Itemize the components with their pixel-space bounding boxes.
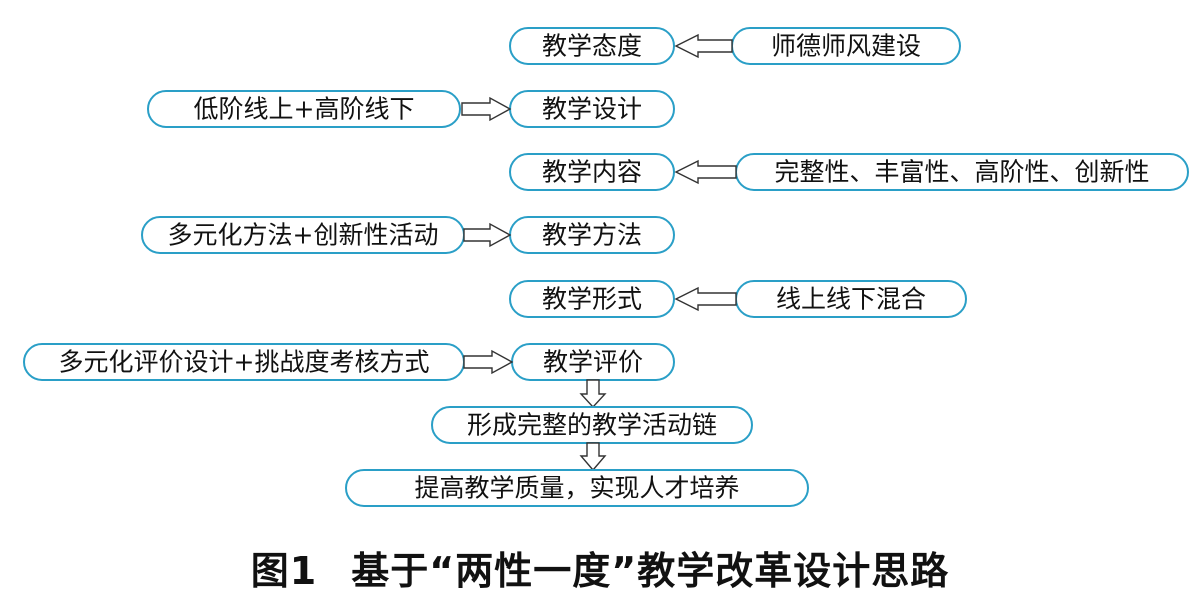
node-teaching-method: 教学方法 (509, 216, 675, 254)
node-teaching-evaluation: 教学评价 (511, 343, 675, 381)
node-outcome: 提高教学质量，实现人才培养 (345, 469, 809, 507)
arrow-right-icon (463, 222, 512, 248)
svg-text:线上线下混合: 线上线下混合 (776, 285, 926, 314)
svg-text:提高教学质量，实现人才培养: 提高教学质量，实现人才培养 (414, 474, 739, 503)
node-teaching-content: 教学内容 (509, 153, 675, 191)
figure-caption: 图1 基于“两性一度”教学改革设计思路 (0, 540, 1200, 595)
node-evaluation-source: 多元化评价设计+挑战度考核方式 (23, 343, 465, 381)
arrow-right-icon (461, 96, 512, 122)
node-design-source: 低阶线上+高阶线下 (147, 90, 461, 128)
node-ethics-construction: 师德师风建设 (731, 27, 961, 65)
arrow-left-icon (674, 159, 737, 185)
svg-text:完整性、丰富性、高阶性、创新性: 完整性、丰富性、高阶性、创新性 (774, 158, 1149, 187)
svg-text:师德师风建设: 师德师风建设 (771, 32, 921, 61)
node-teaching-form: 教学形式 (509, 280, 675, 318)
svg-text:教学评价: 教学评价 (543, 348, 643, 377)
arrow-down-icon (579, 379, 607, 409)
arrow-left-icon (674, 33, 733, 59)
node-teaching-design: 教学设计 (509, 90, 675, 128)
node-activity-chain: 形成完整的教学活动链 (431, 406, 753, 444)
arrow-left-icon (674, 286, 737, 312)
node-form-source: 线上线下混合 (735, 280, 967, 318)
arrow-right-icon (463, 349, 514, 375)
svg-text:低阶线上+高阶线下: 低阶线上+高阶线下 (194, 95, 415, 124)
flow-diagram: 教学态度 师德师风建设 低阶线上+高阶线下 教学设计 教学内容 完整性、丰富性、… (23, 27, 1189, 507)
node-method-source: 多元化方法+创新性活动 (141, 216, 465, 254)
svg-text:形成完整的教学活动链: 形成完整的教学活动链 (467, 411, 717, 440)
node-teaching-attitude: 教学态度 (509, 27, 675, 65)
svg-text:多元化评价设计+挑战度考核方式: 多元化评价设计+挑战度考核方式 (59, 348, 430, 377)
figure-title: 基于“两性一度”教学改革设计思路 (351, 549, 950, 593)
svg-text:教学态度: 教学态度 (542, 32, 642, 61)
svg-text:教学方法: 教学方法 (542, 221, 642, 250)
arrow-down-icon (579, 442, 607, 472)
node-content-source: 完整性、丰富性、高阶性、创新性 (735, 153, 1189, 191)
svg-text:多元化方法+创新性活动: 多元化方法+创新性活动 (168, 221, 439, 250)
svg-text:教学设计: 教学设计 (542, 95, 642, 124)
svg-text:教学内容: 教学内容 (542, 158, 642, 187)
figure-label: 图1 (250, 549, 318, 593)
svg-text:教学形式: 教学形式 (542, 285, 642, 314)
